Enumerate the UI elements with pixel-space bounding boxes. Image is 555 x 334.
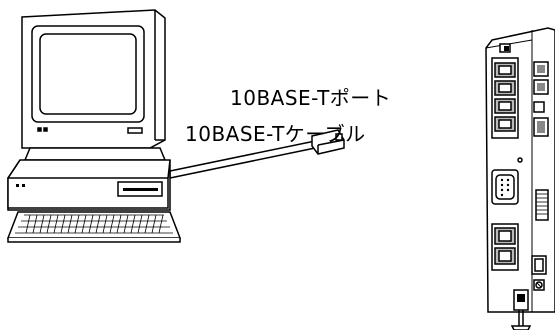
10base-t-ports [494, 62, 516, 132]
dip-switch [535, 189, 549, 221]
desktop-computer-illustration [6, 9, 182, 243]
power-plug-illustration [510, 310, 532, 331]
10base-t-port-label: 10BASE-Tポート [230, 86, 392, 110]
10base-t-cable-label: 10BASE-Tケーブル [185, 122, 366, 146]
keyboard [6, 211, 182, 239]
monitor-base [23, 147, 167, 161]
lan-cable [169, 129, 345, 179]
router-device-illustration [485, 27, 555, 313]
monitor-screen [39, 33, 137, 115]
